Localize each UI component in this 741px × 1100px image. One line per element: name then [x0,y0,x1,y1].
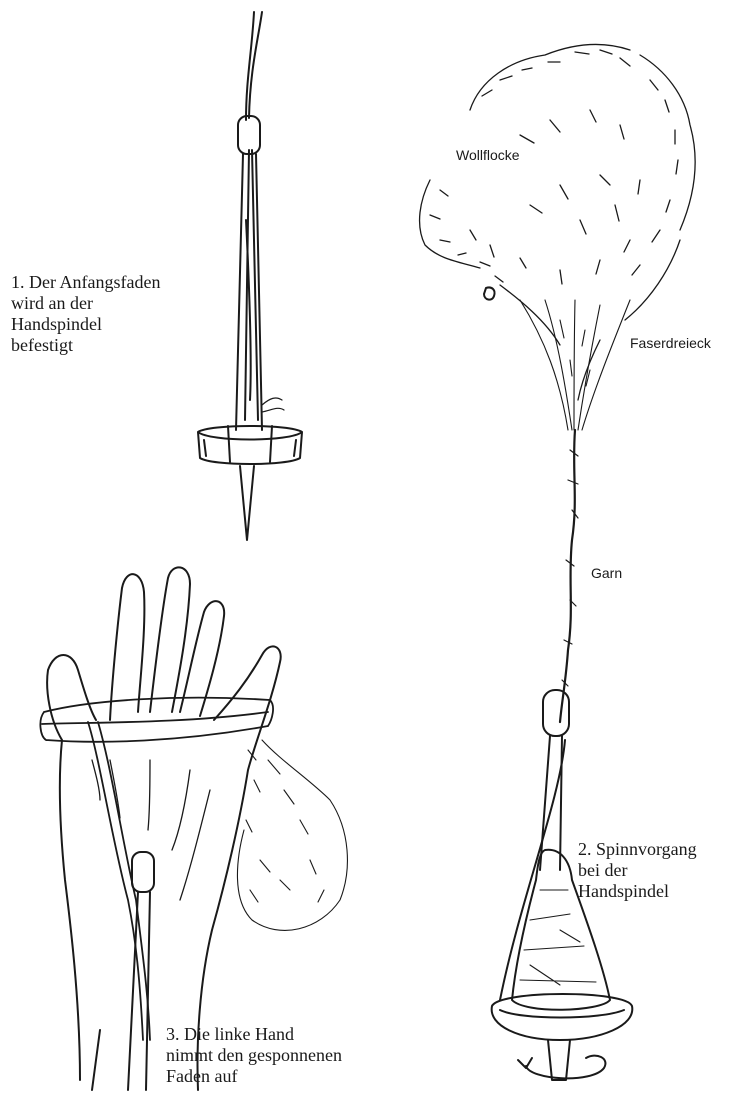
spinning-figure-2 [420,45,696,1080]
step-3-caption: 3. Die linke Hand nimmt den gesponnenen … [166,1024,406,1087]
yarn-label: Garn [591,563,622,584]
fiber-triangle-label: Faserdreieck [630,333,711,354]
step-2-caption: 2. Spinnvorgang bei der Handspindel [578,839,738,902]
wool-tuft-label: Wollflocke [456,145,520,166]
hand-creases [92,760,210,900]
spindle-tip [240,466,254,540]
spindle-whorl [198,426,302,464]
fiber-triangle-drawing [520,300,630,430]
yarn-strand [560,430,575,722]
hand-figure-3 [40,567,347,1090]
thread-to-spindle [88,722,150,1040]
rotation-arrowhead [518,1058,532,1068]
thread-down [500,740,565,1000]
spindle-hook-knob [238,116,260,154]
spindle-hook-knob-2 [543,690,569,736]
cop-texture [520,890,596,985]
fiber-bundle-drawing [237,740,347,930]
spindle-tip-2 [548,1040,570,1080]
spindle-hook-knob-3 [132,852,154,892]
hand-outline [47,567,281,1090]
whorl-band [204,426,296,462]
starter-thread [246,12,262,120]
step-1-caption: 1. Der Anfangsfaden wird an der Handspin… [11,272,241,356]
spindle-shaft-3 [92,892,150,1090]
finger-loop-thread [40,698,273,742]
fiber-wisp [262,398,284,412]
